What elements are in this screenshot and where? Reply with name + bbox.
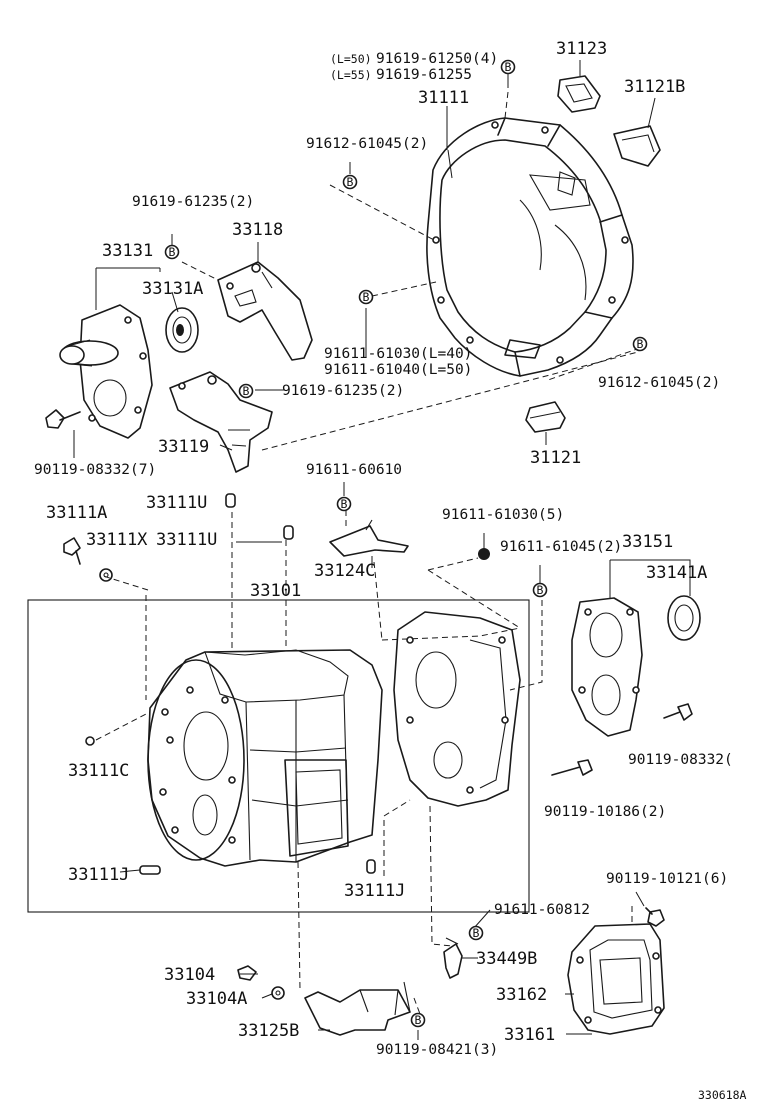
label-33104: 33104 (164, 965, 215, 985)
lever-33449b (443, 937, 463, 979)
bolt-90119-10121 (645, 907, 665, 927)
bolt-marker: B (468, 925, 484, 941)
label-33162: 33162 (496, 985, 547, 1005)
label-33161: 33161 (504, 1025, 555, 1045)
svg-text:B: B (169, 245, 176, 259)
label-31121: 31121 (530, 448, 581, 468)
seal-33131a (165, 307, 199, 353)
note-l50: (L=50) (330, 52, 372, 66)
label-31111: 31111 (418, 88, 469, 108)
bolt-90119-10186 (551, 759, 593, 776)
label-33111u-a: 33111U (146, 493, 207, 513)
bolt-marker: B (500, 59, 516, 75)
part-31123 (557, 75, 601, 113)
bolt-marker: B (410, 1012, 426, 1028)
bracket-33119 (169, 371, 273, 473)
rear-plate (393, 611, 521, 807)
bolt-marker: B (342, 174, 358, 190)
bolt-90119-08332-right (663, 703, 693, 721)
label-90119-08332-right: 90119-08332( (628, 752, 733, 768)
label-33104a: 33104A (186, 989, 247, 1009)
adapter-33131 (59, 304, 153, 439)
retainer-33151 (571, 597, 643, 737)
svg-text:B: B (637, 337, 644, 351)
svg-text:B: B (473, 926, 480, 940)
label-91612-61045-right: 91612-61045(2) (598, 375, 720, 391)
label-33118: 33118 (232, 220, 283, 240)
label-91611-60812: 91611-60812 (494, 902, 590, 918)
bolt-marker: B (238, 383, 254, 399)
label-91611-61045-2: 91611-61045(2) (500, 539, 622, 555)
label-91619-61255: 91619-61255 (376, 67, 472, 83)
label-91611-61030-5: 91611-61030(5) (442, 507, 564, 523)
label-33111j-b: 33111J (344, 881, 405, 901)
svg-text:B: B (341, 497, 348, 511)
label-33111x: 33111X (86, 530, 148, 550)
bolt-marker: B (164, 244, 180, 260)
assembly-frame-33101 (27, 599, 530, 913)
svg-text:B: B (537, 583, 544, 597)
label-33111a: 33111A (46, 503, 107, 523)
label-91619-61235-mid: 91619-61235(2) (282, 383, 404, 399)
gasket-33104a (271, 986, 285, 1000)
cover-33161 (567, 923, 665, 1035)
leader-lines (73, 60, 691, 1040)
part-31121 (525, 401, 566, 433)
label-91619-61235-top: 91619-61235(2) (132, 194, 254, 210)
bracket-33118 (217, 261, 313, 361)
label-91619-61250: 91619-61250(4) (376, 51, 498, 67)
svg-text:B: B (363, 290, 370, 304)
label-91611-60610: 91611-60610 (306, 462, 402, 478)
label-31121b: 31121B (624, 77, 685, 97)
label-33141a: 33141A (646, 563, 707, 583)
bolt-marker: B (632, 336, 648, 352)
svg-text:B: B (415, 1013, 422, 1027)
clutch-housing-31111 (426, 117, 634, 377)
bolt-marker: B (336, 496, 352, 512)
pin-33111j (139, 859, 376, 875)
washer-33111x (99, 568, 113, 582)
reference-code: 330618A (698, 1088, 747, 1102)
part-31121b (613, 125, 661, 167)
label-90119-08332-left: 90119-08332(7) (34, 462, 156, 478)
bolt-33111a (63, 537, 81, 565)
svg-text:B: B (243, 384, 250, 398)
label-33131a: 33131A (142, 279, 203, 299)
label-90119-08421: 90119-08421(3) (376, 1042, 498, 1058)
note-l55: (L=55) (330, 68, 372, 82)
part-labels: 31123 31121B (L=50) 91619-61250(4) (L=55… (34, 39, 747, 1102)
plug-33104 (237, 965, 257, 981)
svg-text:B: B (347, 175, 354, 189)
label-90119-10186: 90119-10186(2) (544, 804, 666, 820)
bolt-marker: B (358, 289, 374, 305)
label-91611-61030-l40: 91611-61030(L=40) (324, 346, 472, 362)
label-91611-61040-l50: 91611-61040(L=50) (324, 362, 472, 378)
cover-33125b (304, 981, 411, 1036)
label-90119-10121: 90119-10121(6) (606, 871, 728, 887)
label-33131: 33131 (102, 241, 153, 261)
pin-33111u (225, 493, 294, 540)
label-33101: 33101 (250, 581, 301, 601)
label-33111j-a: 33111J (68, 865, 129, 885)
label-31123: 31123 (556, 39, 607, 59)
label-33125b: 33125B (238, 1021, 299, 1041)
label-33449b: 33449B (476, 949, 537, 969)
label-33124c: 33124C (314, 561, 375, 581)
bolt-marker (478, 548, 490, 560)
seal-33141a (667, 595, 701, 641)
svg-text:B: B (505, 60, 512, 74)
bolt-90119-08332-left (45, 409, 81, 429)
label-33111c: 33111C (68, 761, 129, 781)
bolt-markers: B B B B B B B B B B (164, 59, 648, 1028)
plug-33111c (85, 736, 95, 746)
transmission-case-33101 (147, 649, 383, 867)
bolt-marker: B (532, 582, 548, 598)
plate-33124c (329, 519, 409, 557)
label-91612-61045-top: 91612-61045(2) (306, 136, 428, 152)
label-33111u-b: 33111U (156, 530, 217, 550)
label-33151: 33151 (622, 532, 673, 552)
label-33119: 33119 (158, 437, 209, 457)
